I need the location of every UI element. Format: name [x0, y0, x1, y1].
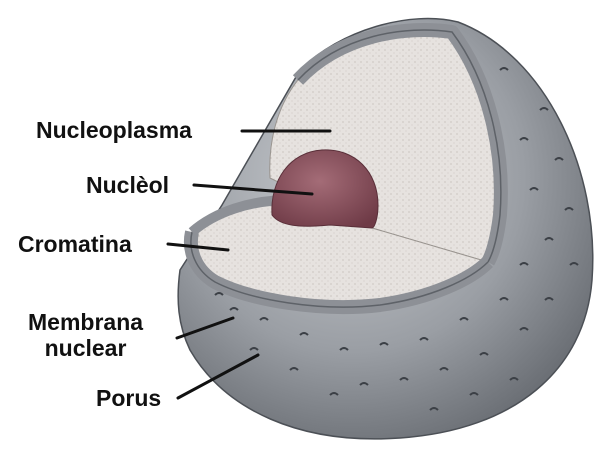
label-membrana-line2: nuclear — [28, 335, 143, 361]
label-nucleoplasma: Nucleoplasma — [36, 117, 192, 143]
label-membrana-nuclear: Membrana nuclear — [28, 309, 143, 361]
label-porus: Porus — [96, 385, 161, 411]
label-cromatina: Cromatina — [18, 231, 132, 257]
label-nucleol: Nuclèol — [86, 172, 169, 198]
label-membrana-line1: Membrana — [28, 309, 143, 335]
